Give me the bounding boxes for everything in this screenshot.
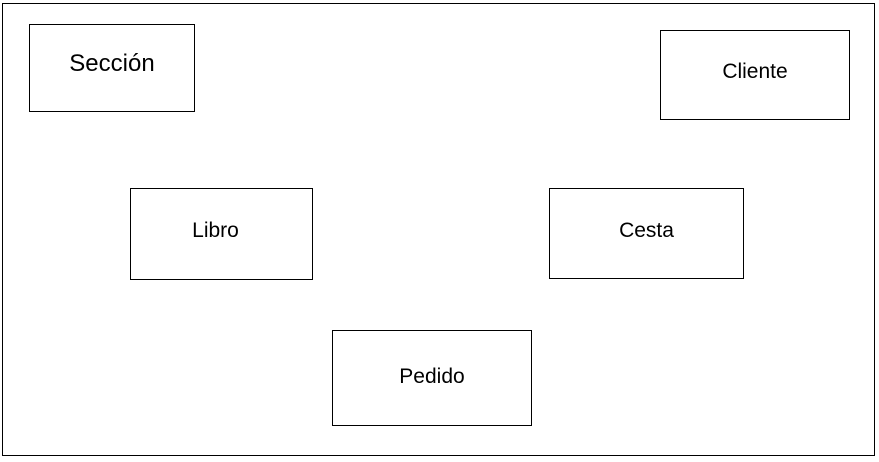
entity-box-cliente: Cliente [660, 30, 850, 120]
diagram-canvas: Sección Cliente Libro Cesta Pedido [2, 3, 875, 456]
entity-label-cliente: Cliente [722, 59, 788, 83]
entity-label-libro: Libro [192, 218, 239, 242]
entity-label-seccion: Sección [69, 50, 155, 77]
entity-label-cesta: Cesta [619, 219, 674, 242]
entity-box-libro: Libro [130, 188, 313, 280]
entity-label-pedido: Pedido [399, 364, 465, 388]
entity-box-pedido: Pedido [332, 330, 532, 426]
entity-box-seccion: Sección [29, 24, 195, 112]
entity-box-cesta: Cesta [549, 188, 744, 279]
